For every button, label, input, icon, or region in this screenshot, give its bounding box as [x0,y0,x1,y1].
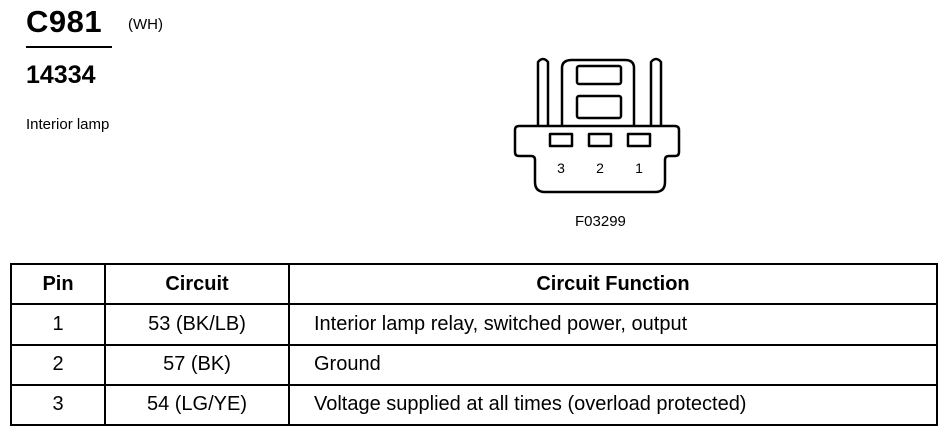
center-latch [560,58,636,126]
latch-window-bottom [575,94,623,120]
table-row: 2 57 (BK) Ground [10,343,938,386]
cell-pin: 3 [10,383,106,427]
header-circuit: Circuit [104,262,290,306]
table-row: 3 54 (LG/YE) Voltage supplied at all tim… [10,383,938,427]
connector-color: (WH) [128,16,163,33]
pin-cavity-1 [626,132,652,148]
cell-pin: 1 [10,303,106,346]
pin-cavity-2 [587,132,613,148]
latch-arm-left [536,57,550,126]
pin-label-2: 2 [596,160,604,176]
table-header-row: Pin Circuit Circuit Function [10,262,938,306]
connector-body [513,124,681,194]
pin-cavity-3 [548,132,574,148]
connector-id: C981 [26,4,103,39]
latch-window-top [575,64,623,86]
cell-function: Voltage supplied at all times (overload … [288,383,938,427]
header-pin: Pin [10,262,106,306]
pin-label-3: 3 [557,160,565,176]
connector-face-diagram: 3 2 1 [513,57,681,194]
latch-arm-right [649,57,663,126]
table-row: 1 53 (BK/LB) Interior lamp relay, switch… [10,303,938,346]
connector-description: Interior lamp [26,116,110,133]
pin-label-1: 1 [635,160,643,176]
connector-id-underline [26,46,112,48]
part-number: 14334 [26,61,96,89]
cell-function: Ground [288,343,938,386]
pin-circuit-table: Pin Circuit Circuit Function 1 53 (BK/LB… [10,262,938,427]
cell-circuit: 53 (BK/LB) [104,303,290,346]
cell-circuit: 54 (LG/YE) [104,383,290,427]
cell-function: Interior lamp relay, switched power, out… [288,303,938,346]
cell-circuit: 57 (BK) [104,343,290,386]
cell-pin: 2 [10,343,106,386]
figure-id: F03299 [575,213,626,230]
header-circuit-function: Circuit Function [288,262,938,306]
